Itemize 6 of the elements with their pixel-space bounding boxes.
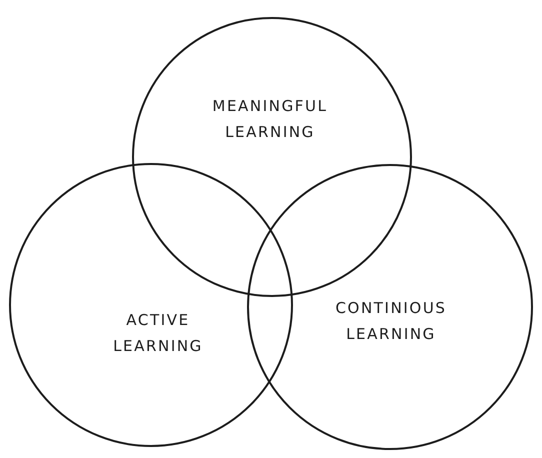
venn-circle bbox=[9, 163, 293, 447]
venn-circle bbox=[247, 164, 533, 450]
circle-label: MEANINGFUL LEARNING bbox=[212, 96, 328, 143]
circle-label: CONTINIOUS LEARNING bbox=[335, 298, 447, 345]
venn-circle bbox=[132, 17, 412, 297]
circle-label: ACTIVE LEARNING bbox=[113, 310, 203, 357]
